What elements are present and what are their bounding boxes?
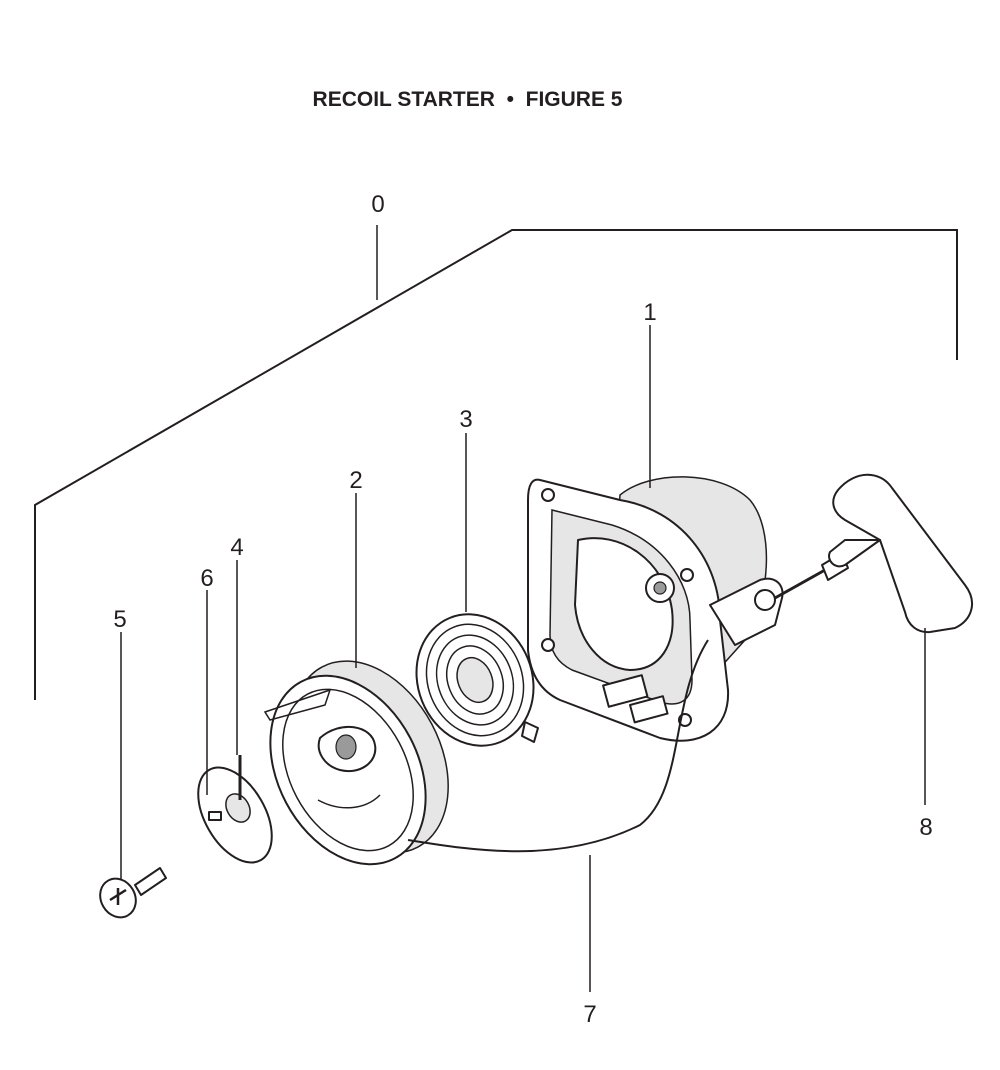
rope-pulley [263, 660, 449, 866]
callout-6: 6 [200, 565, 213, 592]
callout-5: 5 [113, 606, 126, 633]
assembly-bracket [34, 225, 958, 700]
callout-0: 0 [371, 191, 384, 218]
ratchet-plate [197, 766, 273, 864]
starter-handle [774, 473, 974, 634]
starter-housing [527, 476, 784, 742]
callout-1: 1 [643, 299, 656, 326]
callout-2: 2 [349, 467, 362, 494]
page-title: RECOIL STARTER • FIGURE 5 [312, 88, 623, 111]
mounting-screw [99, 867, 167, 919]
callout-8: 8 [919, 814, 932, 841]
recoil-spring [415, 613, 539, 747]
callout-7: 7 [583, 1001, 596, 1028]
callout-4: 4 [230, 534, 243, 561]
callout-3: 3 [459, 406, 472, 433]
starter-rope [407, 639, 709, 853]
leader-lines [120, 325, 926, 992]
